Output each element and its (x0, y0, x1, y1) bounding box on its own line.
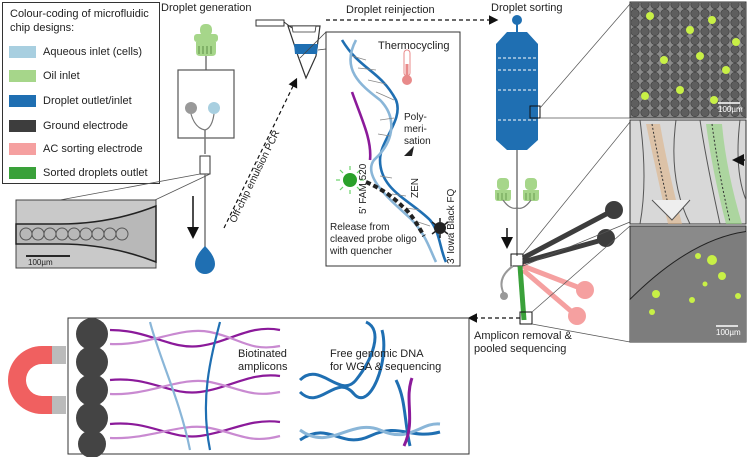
thermocycling-label: Thermocycling (378, 40, 450, 52)
droplet-photo (629, 1, 747, 119)
sorted-droplets-photo (629, 225, 747, 343)
fam-fluorophore (336, 166, 364, 194)
thermometer-icon (402, 49, 412, 85)
bottom-right-scale-label: 100µm (716, 328, 741, 337)
legend-swatch (9, 143, 36, 155)
release-label: Release from cleaved probe oligo with qu… (330, 222, 417, 257)
sorting-channel-photo (629, 119, 747, 225)
biotinated-label: Biotinated amplicons (238, 348, 288, 373)
legend-title: Colour-coding of microfluidic chip desig… (10, 8, 149, 34)
quencher-icon (431, 218, 449, 238)
droplet-generation-chip (59, 24, 235, 274)
top-right-scale-label: 100µm (718, 105, 743, 114)
droplet-reinjection-label: Droplet reinjection (346, 4, 435, 16)
droplet-sorting-chip (495, 15, 623, 325)
legend-swatch (9, 120, 36, 132)
fam-label: 5' FAM 520 (358, 163, 369, 214)
legend-swatch (9, 46, 36, 58)
legend-swatch (9, 167, 36, 179)
magnet-icon (8, 346, 66, 414)
amplicon-helices (109, 321, 281, 451)
legend-swatch (9, 95, 36, 107)
channel-scale-label: 100µm (28, 258, 53, 267)
legend-swatch (9, 70, 36, 82)
polymerisation-label: Poly- meri- sation (404, 112, 431, 147)
free-dna-label: Free genomic DNA for WGA & sequencing (330, 348, 442, 373)
zen-label: ZEN (410, 178, 421, 198)
beads (76, 318, 108, 457)
iowa-black-label: 3' Iowa Black FQ (446, 188, 457, 264)
pcr-tube (255, 19, 321, 80)
free-dna-helix (298, 320, 441, 447)
droplet-generation-label: Droplet generation (161, 2, 252, 14)
color-legend: Colour-coding of microfluidic chip desig… (2, 2, 160, 184)
amplicon-removal-label: Amplicon removal & pooled sequencing (474, 330, 572, 355)
droplet-sorting-label: Droplet sorting (491, 2, 563, 14)
